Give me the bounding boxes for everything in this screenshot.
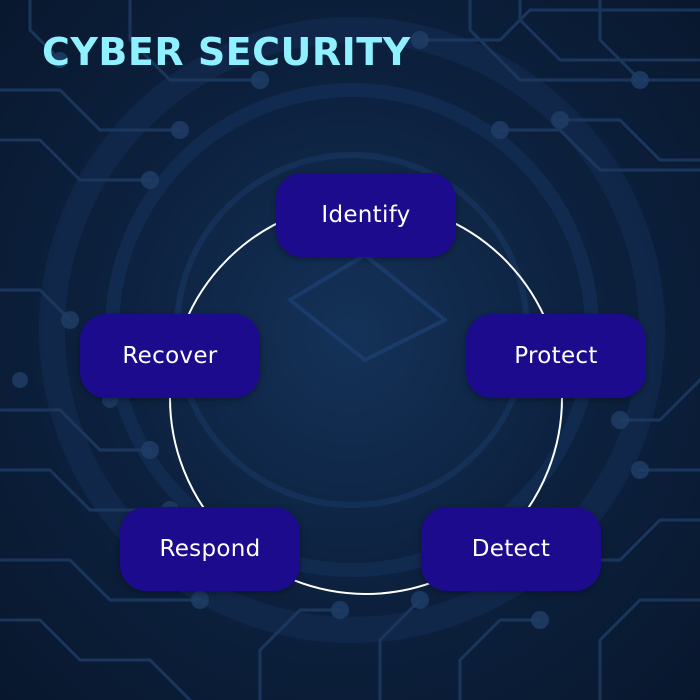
node-label-recover: Recover — [122, 343, 218, 369]
node-label-identify: Identify — [321, 202, 411, 228]
node-respond[interactable]: Respond — [120, 507, 300, 591]
node-detect[interactable]: Detect — [421, 507, 601, 591]
node-label-protect: Protect — [514, 343, 598, 369]
node-identify[interactable]: Identify — [276, 173, 456, 257]
node-recover[interactable]: Recover — [80, 314, 260, 398]
node-label-detect: Detect — [471, 536, 551, 562]
node-protect[interactable]: Protect — [466, 314, 646, 398]
node-label-respond: Respond — [159, 536, 261, 562]
page-title: CYBER SECURITY — [42, 30, 411, 74]
